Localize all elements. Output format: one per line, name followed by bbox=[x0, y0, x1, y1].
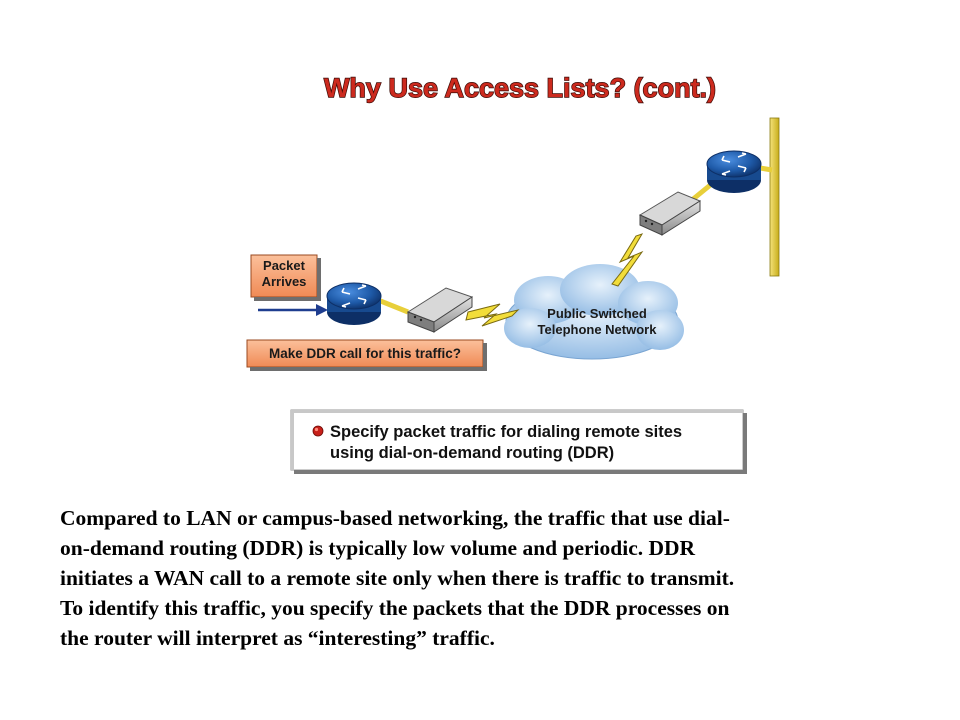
cable-right-2 bbox=[759, 165, 773, 173]
body-paragraph: Compared to LAN or campus-based networki… bbox=[60, 503, 920, 653]
bullet-box bbox=[290, 409, 744, 471]
arrow-icon bbox=[258, 304, 328, 316]
modem-icon bbox=[406, 287, 474, 333]
body-line: initiates a WAN call to a remote site on… bbox=[60, 566, 735, 590]
body-line: Compared to LAN or campus-based networki… bbox=[60, 506, 730, 530]
cloud-label-line1: Public Switched bbox=[547, 306, 647, 321]
router-icon bbox=[706, 150, 762, 193]
modem-icon bbox=[638, 191, 702, 236]
cloud-icon bbox=[504, 264, 684, 360]
network-segment-pole bbox=[769, 117, 780, 277]
bullet-icon bbox=[312, 425, 324, 437]
body-line: To identify this traffic, you specify th… bbox=[60, 596, 730, 620]
cloud-label-line2: Telephone Network bbox=[538, 322, 658, 337]
packet-label-line1: Packet bbox=[263, 258, 306, 273]
lightning-icon bbox=[611, 233, 644, 287]
bullet-text-line2: using dial-on-demand routing (DDR) bbox=[330, 444, 614, 462]
body-line: on-demand routing (DDR) is typically low… bbox=[60, 536, 696, 560]
ddr-question-box bbox=[246, 339, 484, 368]
body-line: the router will interpret as “interestin… bbox=[60, 626, 495, 650]
ddr-question-label: Make DDR call for this traffic? bbox=[269, 346, 461, 361]
bullet-text-line1: Specify packet traffic for dialing remot… bbox=[330, 423, 682, 441]
diagram-title: Why Use Access Lists? (cont.) bbox=[324, 73, 716, 103]
packet-label-line2: Arrives bbox=[262, 274, 307, 289]
router-icon bbox=[326, 282, 382, 325]
lightning-icon bbox=[465, 303, 520, 327]
cable-left bbox=[377, 297, 409, 315]
